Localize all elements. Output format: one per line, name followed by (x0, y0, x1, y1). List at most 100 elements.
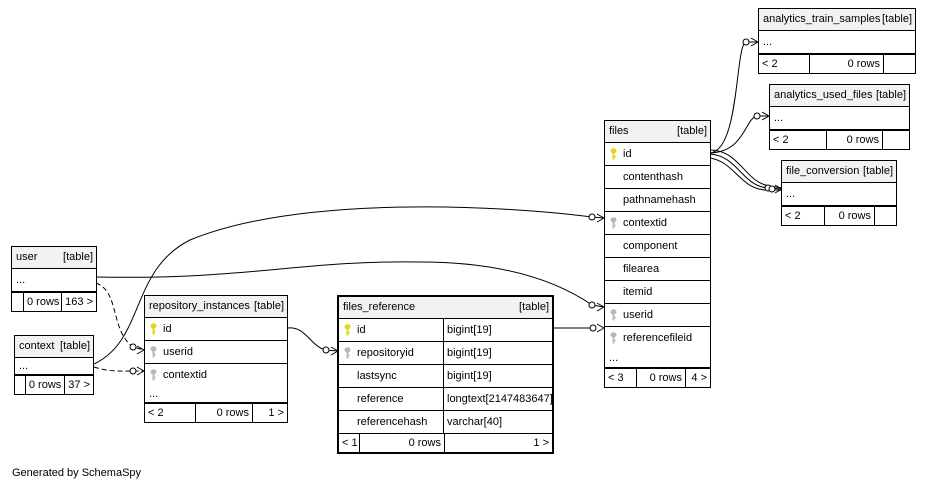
edge-files-file-conversion-3 (709, 157, 782, 191)
table-header: analytics_train_samples [table] (759, 9, 915, 31)
primary-key-icon (344, 324, 351, 336)
table-header: analytics_used_files [table] (770, 85, 909, 107)
column-name: userid (623, 309, 653, 321)
table-footer: 0 rows 37 > (15, 375, 93, 394)
table-footer: 0 rows 163 > (12, 292, 96, 311)
more-columns: ... (759, 31, 915, 54)
edge-user-files (95, 261, 605, 308)
column-type: varchar[40] (443, 411, 552, 433)
children-count (882, 131, 909, 149)
parents-count: < 3 (608, 372, 624, 384)
column-name: id (623, 148, 632, 160)
table-footer: < 2 0 rows 1 > (145, 403, 287, 422)
column-row-userid[interactable]: userid (145, 341, 287, 364)
column-row-contextid[interactable]: contextid (605, 212, 710, 235)
column-row-component[interactable]: component (605, 235, 710, 258)
column-name: contextid (623, 217, 668, 229)
row-count: 0 rows (24, 376, 64, 394)
column-type: longtext[2147483647] (443, 388, 552, 410)
row-count: 0 rows (195, 404, 252, 422)
children-count: 37 > (64, 376, 93, 394)
column-row-id[interactable]: id (605, 143, 710, 166)
table-name: repository_instances (149, 300, 250, 312)
row-count: 0 rows (824, 207, 874, 225)
column-name: userid (163, 346, 193, 358)
table-name: files_reference (343, 301, 416, 313)
column-name: itemid (623, 286, 653, 298)
column-row-contextid[interactable]: contextid (145, 364, 287, 386)
table-file-conversion[interactable]: file_conversion [table] ... < 2 0 rows (781, 160, 897, 226)
table-name: analytics_used_files (774, 89, 873, 101)
primary-key-icon (150, 323, 157, 335)
column-name: contenthash (623, 171, 683, 183)
column-name: contextid (163, 369, 208, 381)
column-type: bigint[19] (443, 365, 552, 387)
column-row-itemid[interactable]: itemid (605, 281, 710, 304)
table-footer: < 2 0 rows (782, 206, 896, 225)
column-name: filearea (623, 263, 660, 275)
column-name: pathnamehash (623, 194, 696, 206)
table-header: repository_instances [table] (145, 296, 287, 318)
table-analytics-used-files[interactable]: analytics_used_files [table] ... < 2 0 r… (769, 84, 910, 150)
column-type: bigint[19] (443, 319, 552, 341)
column-row-lastsync[interactable]: lastsync bigint[19] (339, 365, 552, 388)
foreign-key-icon (344, 347, 351, 359)
column-name: id (163, 323, 172, 335)
table-name: file_conversion (786, 165, 860, 177)
table-kind: [table] (519, 301, 549, 313)
row-count: 0 rows (809, 55, 883, 73)
table-name: files (609, 125, 629, 137)
column-row-contenthash[interactable]: contenthash (605, 166, 710, 189)
column-row-pathnamehash[interactable]: pathnamehash (605, 189, 710, 212)
table-footer: < 1 0 rows 1 > (339, 433, 552, 452)
more-columns: ... (770, 107, 909, 130)
column-row-id[interactable]: id (145, 318, 287, 341)
table-kind: [table] (876, 89, 906, 101)
table-header: context [table] (15, 336, 93, 358)
table-user[interactable]: user [table] ... 0 rows 163 > (11, 246, 97, 312)
table-kind: [table] (63, 251, 93, 263)
more-columns: ... (15, 358, 93, 375)
foreign-key-icon (150, 346, 157, 358)
column-row-referencehash[interactable]: referencehash varchar[40] (339, 411, 552, 433)
column-row-userid[interactable]: userid (605, 304, 710, 327)
column-name: lastsync (357, 370, 397, 382)
row-count: 0 rows (826, 131, 882, 149)
children-count: 1 > (252, 404, 287, 422)
row-count: 0 rows (359, 434, 444, 452)
parents-count: < 1 (342, 437, 358, 449)
edge-repository-instances-files-reference (287, 327, 339, 352)
edge-files-analytics-train-samples (709, 41, 758, 154)
column-row-filearea[interactable]: filearea (605, 258, 710, 281)
row-count: 0 rows (23, 293, 61, 311)
table-context[interactable]: context [table] ... 0 rows 37 > (14, 335, 94, 395)
table-header: files_reference [table] (339, 297, 552, 319)
table-analytics-train-samples[interactable]: analytics_train_samples [table] ... < 2 … (758, 8, 916, 74)
children-count: 4 > (685, 369, 710, 387)
children-count: 1 > (444, 434, 552, 452)
table-footer: < 2 0 rows (759, 54, 915, 73)
table-repository-instances[interactable]: repository_instances [table] id userid con… (144, 295, 288, 423)
table-name: context (19, 340, 55, 352)
column-name: component (623, 240, 678, 252)
column-name: referencehash (357, 416, 428, 428)
column-name: repositoryid (357, 347, 414, 359)
table-kind: [table] (677, 125, 707, 137)
foreign-key-icon (610, 332, 617, 344)
more-columns: ... (782, 183, 896, 206)
children-count (874, 207, 896, 225)
column-row-referencefileid[interactable]: referencefileid (605, 327, 710, 349)
table-kind: [table] (60, 340, 90, 352)
column-name: referencefileid (623, 332, 693, 344)
table-files[interactable]: files [table] id contenthash pathnamehash c… (604, 120, 711, 388)
parents-count: < 2 (785, 210, 801, 222)
parents-count: < 2 (148, 407, 164, 419)
table-footer: < 2 0 rows (770, 130, 909, 149)
foreign-key-icon (610, 217, 617, 229)
more-columns: ... (605, 349, 710, 368)
